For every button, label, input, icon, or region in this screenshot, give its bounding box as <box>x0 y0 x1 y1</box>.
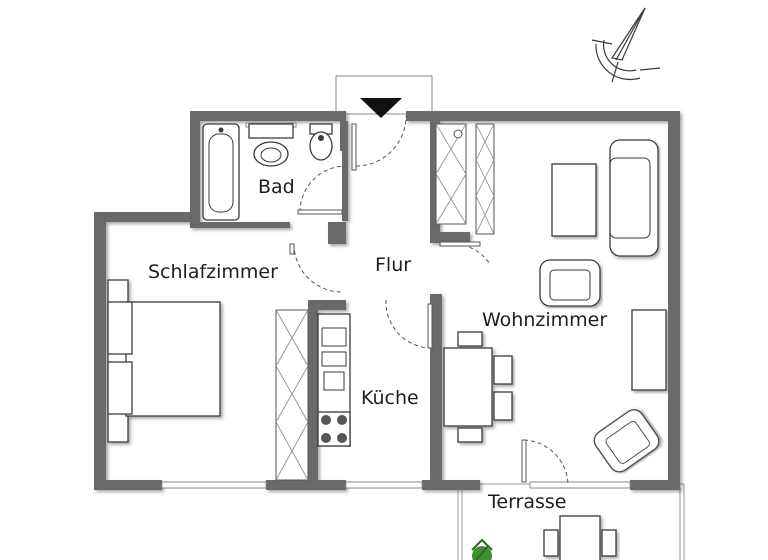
walls <box>94 111 680 490</box>
terrace-table <box>543 515 617 560</box>
armchair-icon <box>539 259 601 307</box>
bed-icon <box>107 279 221 443</box>
coffee-table <box>551 163 597 237</box>
entrance-triangle-icon <box>360 98 402 118</box>
sink-icon <box>248 123 294 167</box>
room-label-wohnzimmer: Wohnzimmer <box>482 309 607 331</box>
kitchen-counter <box>317 313 351 447</box>
room-label-terrasse: Terrasse <box>487 491 567 513</box>
doors <box>289 115 569 485</box>
room-label-flur: Flur <box>375 254 411 276</box>
armchair-2-icon <box>593 409 660 473</box>
sofa-icon <box>609 139 659 257</box>
room-label-kueche: Küche <box>361 387 419 409</box>
room-label-bad: Bad <box>258 176 295 198</box>
wardrobe <box>275 309 309 481</box>
compass-icon <box>591 7 661 83</box>
dining-table <box>443 331 513 443</box>
sideboard <box>631 309 667 391</box>
bathtub-icon <box>202 123 240 221</box>
plant-icon <box>471 538 493 560</box>
toilet-icon <box>309 123 333 161</box>
room-label-schlafzimmer: Schlafzimmer <box>148 261 278 283</box>
hall-cabinet <box>435 123 495 235</box>
